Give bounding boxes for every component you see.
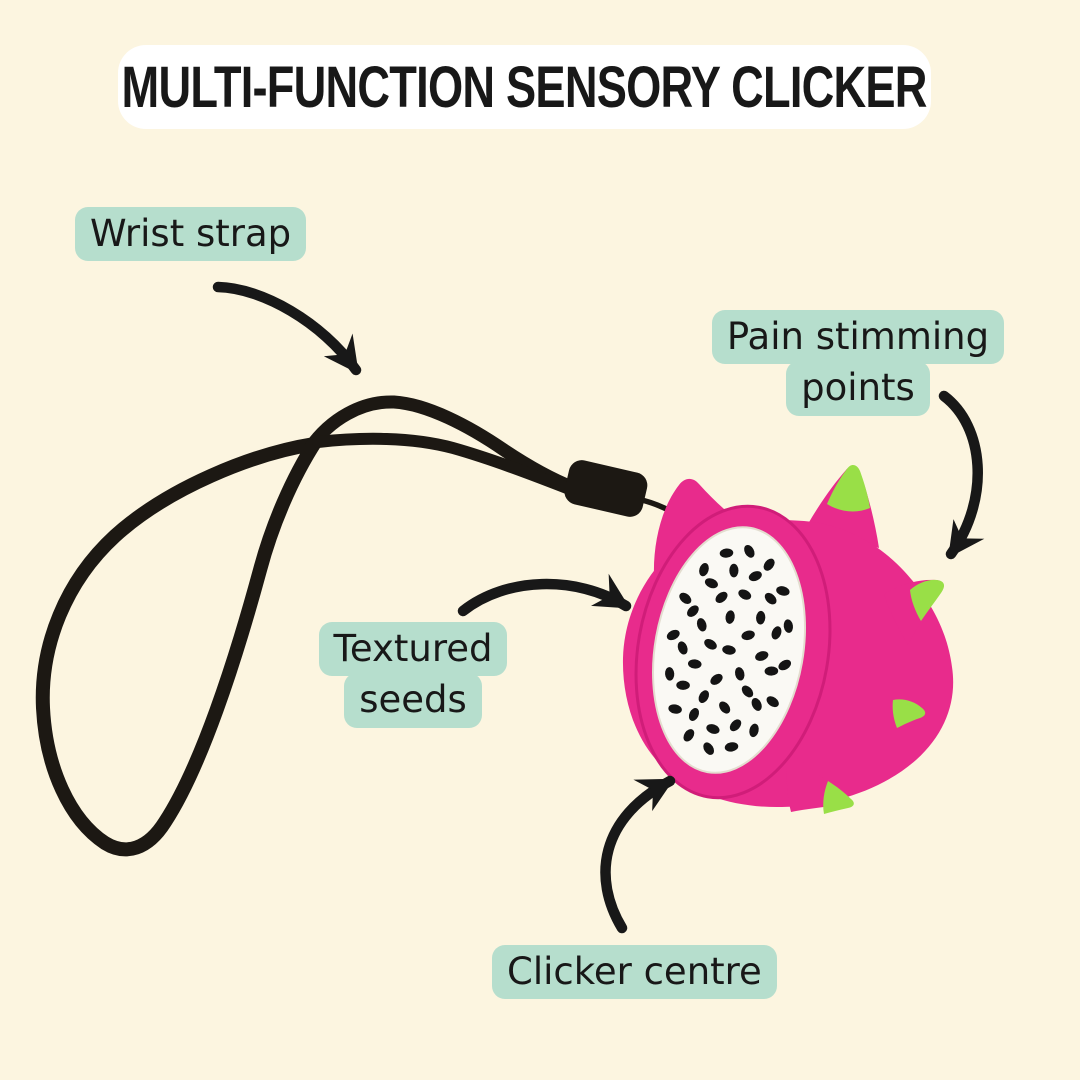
fruit-spike-side-tip [892, 699, 926, 728]
label-clicker-centre: Clicker centre [492, 945, 777, 1000]
pain-stimming-arrow-icon [938, 390, 985, 560]
page-title: MULTI-FUNCTION SENSORY CLICKER [121, 54, 928, 120]
label-textured-seeds: Textured seeds [303, 622, 523, 728]
label-textured-seeds-line2: seeds [344, 673, 482, 728]
fruit-spike-right-tip [910, 579, 945, 621]
title-banner: MULTI-FUNCTION SENSORY CLICKER [118, 45, 931, 129]
label-wrist-strap: Wrist strap [75, 207, 307, 262]
fruit-spike-top [798, 466, 879, 548]
label-pain-stimming: Pain stimming points [700, 310, 1016, 416]
clicker-face [652, 526, 806, 774]
fruit-spike-right [884, 579, 944, 645]
strap-adjuster [564, 460, 648, 517]
textured-seeds-arrow-icon [457, 573, 632, 617]
label-textured-seeds-line1: Textured [318, 622, 508, 677]
fruit-spike-bottom [786, 752, 847, 812]
fruit-rim [634, 504, 832, 800]
fruit-body-group [622, 465, 954, 814]
clicker-centre-arrow-icon [600, 775, 676, 934]
label-clicker-centre-text: Clicker centre [492, 945, 777, 1000]
fruit-ear [653, 478, 753, 576]
seeds-group [665, 544, 793, 755]
fruit-spike-top-tip [827, 465, 870, 512]
label-wrist-strap-text: Wrist strap [75, 207, 307, 262]
label-pain-stimming-line2: points [786, 361, 930, 416]
label-pain-stimming-line1: Pain stimming [711, 310, 1005, 365]
strap-cord [639, 497, 694, 530]
fruit-spike-bottom-tip [823, 781, 854, 814]
fruit-body [622, 520, 954, 808]
wrist-strap-arrow-icon [212, 281, 362, 376]
